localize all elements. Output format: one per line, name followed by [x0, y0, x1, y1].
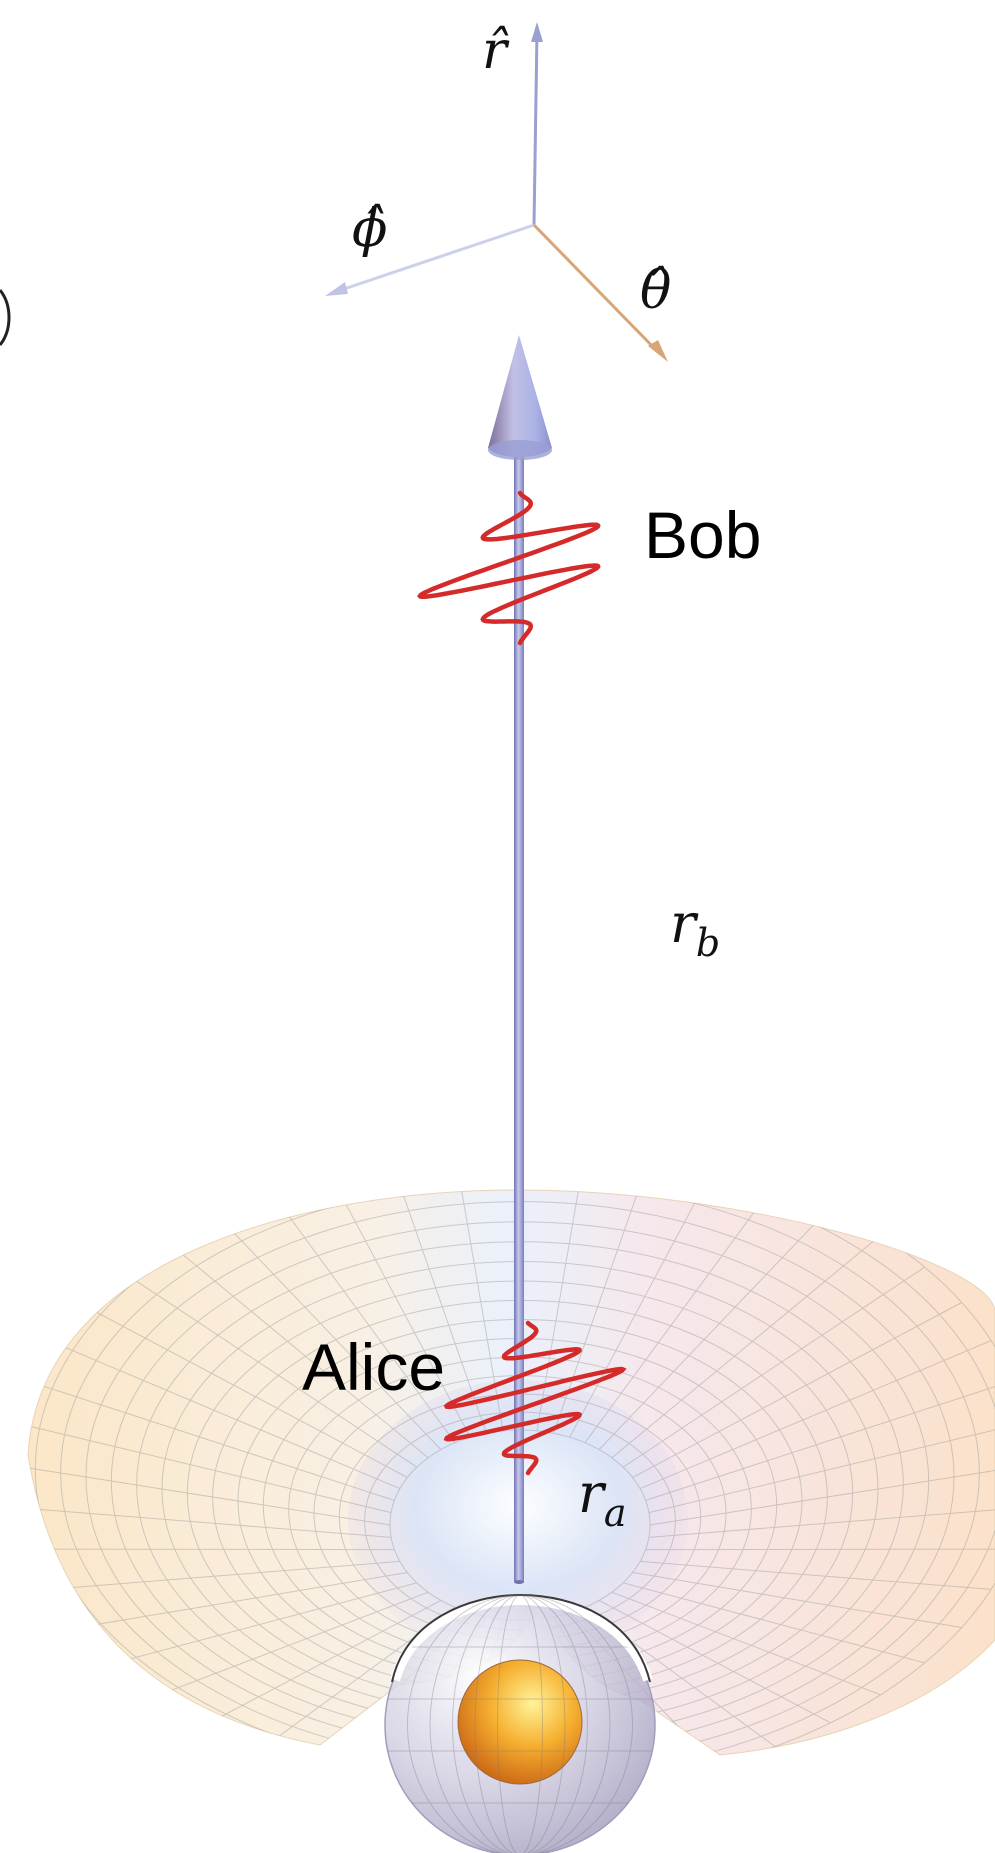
- funnel-radial-line: [48, 1560, 400, 1590]
- funnel-radial-line: [209, 1599, 442, 1724]
- funnel-radial-line: [569, 1190, 716, 1438]
- shell-meridian: [474, 1594, 566, 1853]
- throat-rim: [390, 1594, 653, 1682]
- funnel-radial-line: [622, 1582, 925, 1664]
- funnel-ring: [60, 1190, 980, 1755]
- theta-hat-arrowhead: [648, 340, 668, 362]
- bob-wave-packet: [417, 490, 601, 646]
- funnel-radial-line: [28, 1506, 392, 1538]
- rod-base: [514, 1580, 524, 1584]
- funnel-radial-line: [611, 1234, 881, 1459]
- funnel-radial-line: [115, 1582, 418, 1664]
- funnel-radial-line: [649, 1464, 995, 1526]
- funnel-radial-line: [159, 1234, 429, 1459]
- r-a-main: r: [578, 1462, 607, 1525]
- rod-shaft: [514, 440, 524, 1582]
- funnel-radial-line: [324, 1190, 471, 1438]
- funnel-radial-line: [639, 1340, 992, 1490]
- funnel-radial-line: [622, 1266, 925, 1468]
- funnel-radial-line: [28, 1422, 392, 1514]
- funnel-radial-line: [645, 1548, 995, 1551]
- spacetime-funnel: [27, 1189, 995, 1756]
- shell-meridian: [407, 1594, 633, 1853]
- radial-rod: [488, 335, 552, 1584]
- funnel-radial-line: [159, 1591, 429, 1696]
- funnel-radial-line: [115, 1266, 418, 1468]
- r-a-subscript: a: [604, 1491, 627, 1535]
- shell-meridian: [497, 1594, 543, 1853]
- r-hat-arrowhead: [531, 22, 543, 42]
- theta-hat-label: θ̂: [640, 261, 671, 321]
- r-hat-label: r̂: [482, 21, 510, 81]
- r-b-subscript: b: [696, 921, 720, 965]
- phi-hat-axis: [334, 223, 535, 294]
- funnel-radial-line: [28, 1380, 395, 1501]
- rod-arrow-cone-base: [488, 440, 552, 460]
- funnel-radial-line: [264, 1190, 456, 1443]
- funnel-radial-line: [78, 1572, 408, 1628]
- r-b-label: rb: [670, 892, 720, 965]
- coordinate-triad: [325, 22, 668, 362]
- r-a-label: ra: [578, 1462, 626, 1535]
- phi-hat-label: ϕ̂: [352, 199, 387, 259]
- funnel-radial-line: [28, 1548, 395, 1551]
- theta-hat-axis: [532, 223, 660, 354]
- throat-rim-edge: [391, 1593, 651, 1683]
- inner-core: [457, 1659, 583, 1785]
- funnel-radial-line: [645, 1380, 995, 1501]
- funnel-radial-line: [387, 1190, 487, 1434]
- r-hat-axis: [532, 31, 539, 226]
- central-mass: [384, 1593, 656, 1853]
- funnel-ring: [34, 1190, 995, 1755]
- funnel-radial-line: [553, 1190, 653, 1434]
- funnel-radial-line: [632, 1302, 962, 1478]
- alice-wave-packet: [443, 1320, 627, 1476]
- funnel-radial-line: [648, 1506, 995, 1538]
- funnel-radial-line: [78, 1302, 408, 1478]
- shell-meridian: [452, 1594, 588, 1853]
- alice-label: Alice: [302, 1330, 445, 1404]
- shell-meridian: [429, 1594, 611, 1853]
- funnel-radial-line: [640, 1560, 992, 1590]
- shell-grid: [387, 1594, 653, 1853]
- left-edge-bracket: [0, 289, 11, 346]
- funnel-radial-line: [584, 1190, 776, 1443]
- funnel-radial-line: [598, 1599, 831, 1724]
- funnel-radial-line: [28, 1464, 391, 1526]
- bob-label: Bob: [644, 498, 761, 572]
- funnel-radial-line: [209, 1206, 442, 1450]
- funnel-radial-line: [598, 1206, 831, 1450]
- funnel-radial-line: [611, 1591, 881, 1696]
- funnel-radial-line: [632, 1572, 962, 1628]
- phi-hat-arrowhead: [325, 282, 348, 296]
- rod-arrow-cone: [488, 335, 552, 457]
- funnel-radial-line: [48, 1340, 401, 1490]
- r-b-main: r: [670, 892, 699, 955]
- funnel-radial-line: [648, 1422, 995, 1514]
